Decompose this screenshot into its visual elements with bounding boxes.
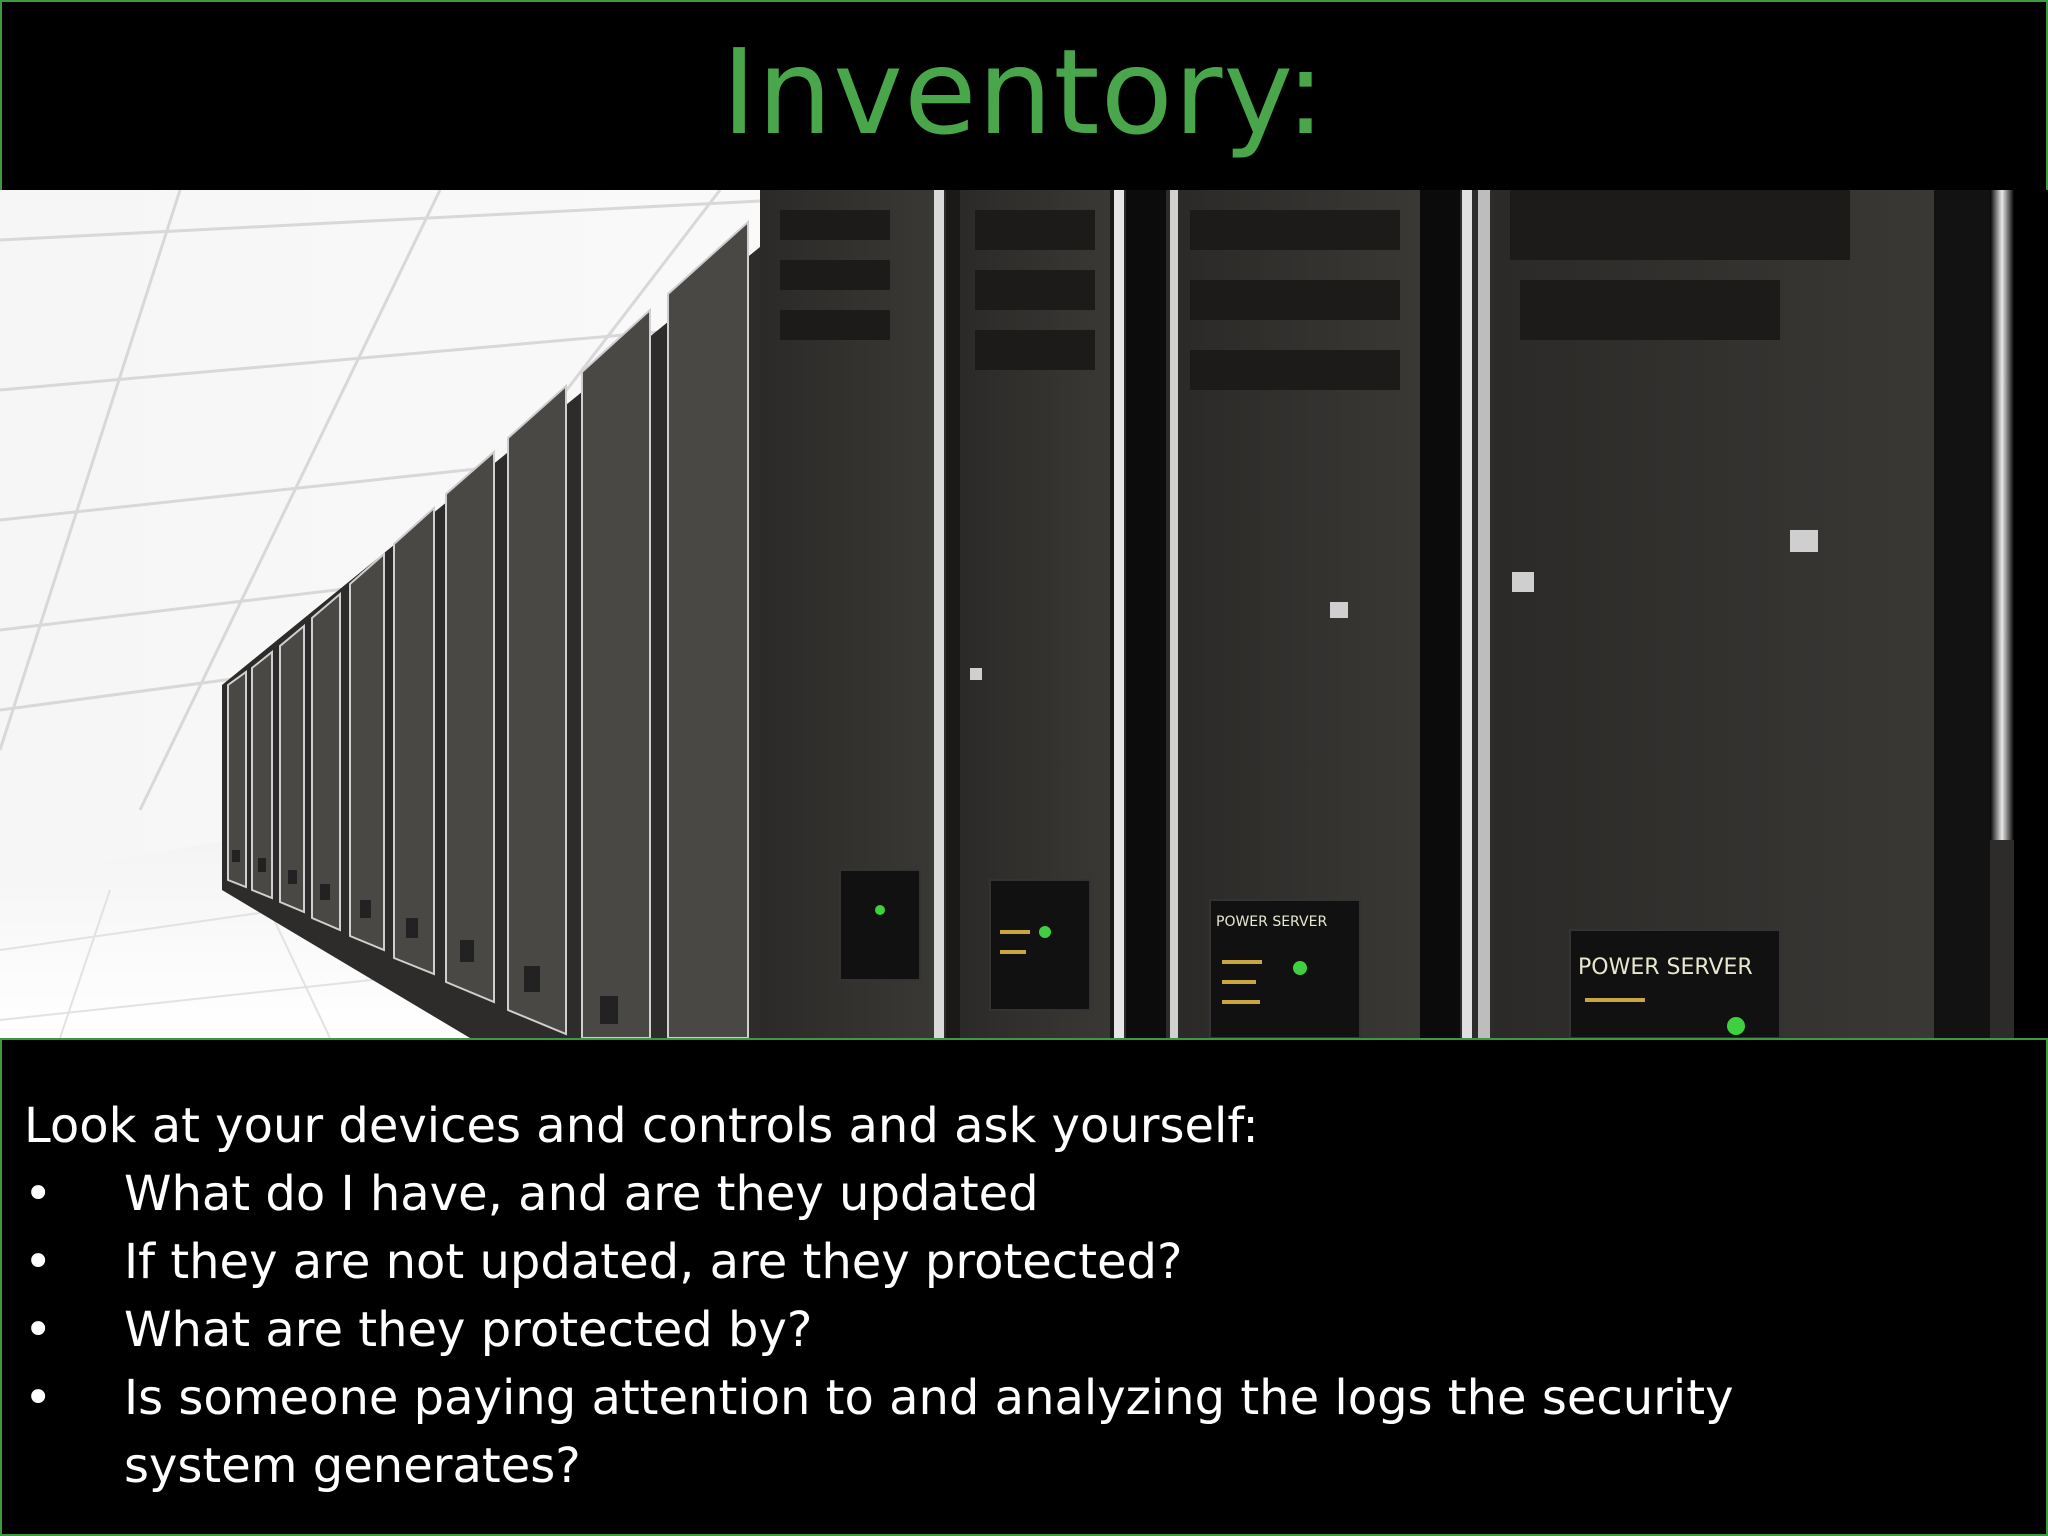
bullet-item: • What do I have, and are they updated [2,1160,1904,1228]
server-racks-illustration: POWER SERVER POWER SERVER [0,190,2048,1038]
server-racks-photo: POWER SERVER POWER SERVER [0,190,2048,1038]
distant-racks [227,219,749,1038]
bullet-marker: • [24,1166,53,1222]
bullet-item: • Is someone paying attention to and ana… [2,1364,1904,1500]
intro-text: Look at your devices and controls and as… [24,1098,1259,1154]
rack-label: POWER SERVER [1578,955,1753,980]
bullet-list: • What do I have, and are they updated •… [2,1160,1904,1500]
bullet-text: What are they protected by? [124,1302,813,1358]
title-bar: Inventory: [0,0,2048,192]
bullet-marker: • [24,1234,53,1290]
bullet-marker: • [24,1370,53,1426]
rack-label-small: POWER SERVER [1216,914,1327,930]
near-racks [760,190,2048,1038]
bullet-item: • If they are not updated, are they prot… [2,1228,1904,1296]
bullet-text: If they are not updated, are they protec… [124,1234,1183,1290]
bullet-marker: • [24,1302,53,1358]
bullet-text: What do I have, and are they updated [124,1166,1039,1222]
bullet-item: • What are they protected by? [2,1296,1904,1364]
bullet-text: Is someone paying attention to and analy… [124,1370,1734,1494]
slide-title: Inventory: [721,23,1327,161]
content-box: Look at your devices and controls and as… [0,1038,2048,1536]
